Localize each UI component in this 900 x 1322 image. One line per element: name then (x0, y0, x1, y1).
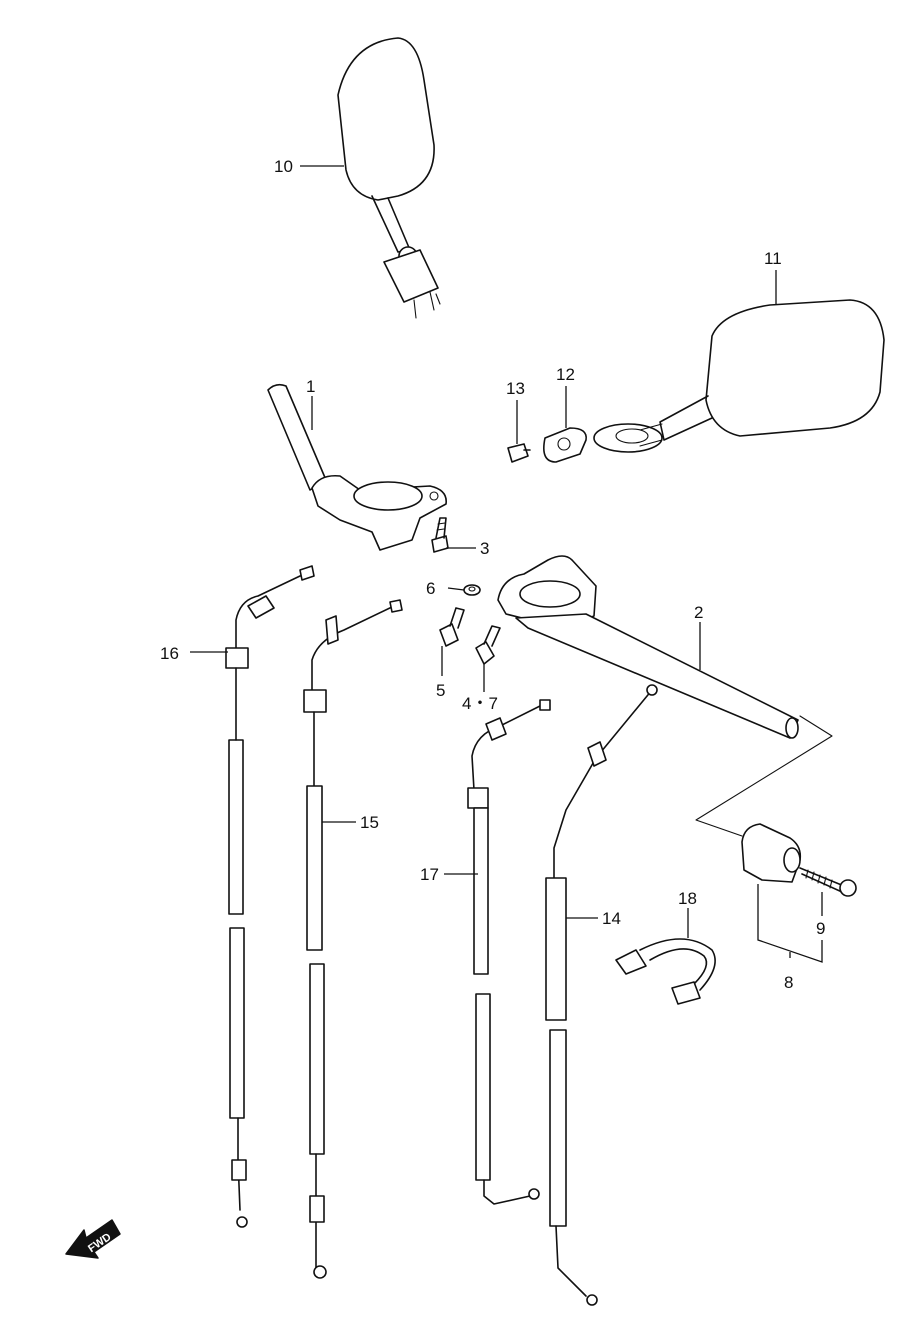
part-9-screw[interactable] (799, 867, 857, 897)
callout-5: 5 (436, 681, 445, 700)
callout-2: 2 (694, 603, 703, 622)
part-15-throttle-cable[interactable] (303, 599, 403, 1279)
part-10-left-mirror[interactable] (337, 37, 441, 319)
part-8-handlebar-weight[interactable] (741, 823, 802, 883)
callout-16: 16 (160, 644, 179, 663)
part-3-bolt[interactable] (431, 517, 449, 553)
leader-lines (190, 165, 823, 938)
callout-8: 8 (784, 973, 793, 992)
part-1-left-handlebar[interactable] (267, 383, 447, 551)
callout-17: 17 (420, 865, 439, 884)
part-13-rivet[interactable] (507, 443, 531, 463)
part-18-cable-clamp[interactable] (615, 938, 716, 1005)
callout-13: 13 (506, 379, 525, 398)
fwd-arrow-icon: FWD (65, 1219, 121, 1259)
part-14-clutch-cable[interactable] (545, 684, 658, 1306)
callout-10: 10 (274, 157, 293, 176)
part-16-throttle-cable[interactable] (225, 565, 315, 1228)
part-6-washer[interactable] (463, 584, 481, 596)
callout-4-7: 4・7 (462, 694, 498, 713)
callout-9: 9 (816, 919, 825, 938)
part-11-right-mirror[interactable] (593, 299, 885, 453)
group-bracket-8-9 (757, 884, 823, 963)
callout-6: 6 (426, 579, 435, 598)
part-17-choke-cable[interactable] (467, 699, 551, 1205)
part-4-7-bolt[interactable] (475, 625, 501, 665)
callout-1: 1 (306, 377, 315, 396)
callout-15: 15 (360, 813, 379, 832)
callout-labels: 10 11 1 12 13 3 6 2 16 5 4・7 15 17 18 14… (160, 157, 825, 992)
callout-3: 3 (480, 539, 489, 558)
part-2-right-handlebar[interactable] (497, 555, 799, 739)
explosion-line (695, 715, 833, 837)
callout-14: 14 (602, 909, 621, 928)
callout-18: 18 (678, 889, 697, 908)
part-5-bolt[interactable] (439, 607, 465, 647)
callout-12: 12 (556, 365, 575, 384)
part-12-clamp-plate[interactable] (543, 427, 587, 463)
callout-11: 11 (764, 249, 782, 268)
